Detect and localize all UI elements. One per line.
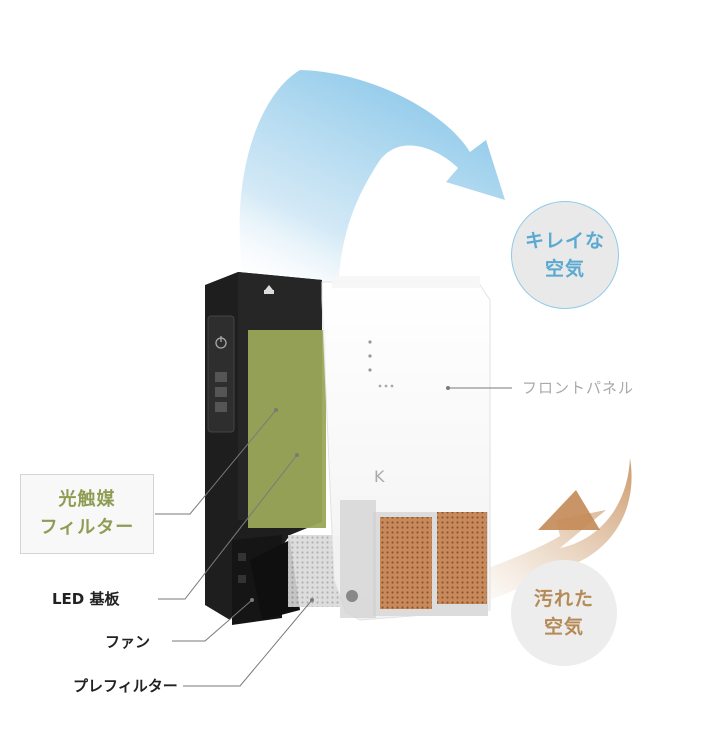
light-icon[interactable] <box>215 387 227 397</box>
fan-label: ファン <box>105 633 151 651</box>
photocatalyst-label-line2: フィルター <box>39 517 135 538</box>
dirty-air-line1: 汚れた <box>533 588 594 610</box>
photocatalyst-filter-label-box: 光触媒 フィルター <box>20 474 154 554</box>
front-panel: K <box>321 276 491 621</box>
front-panel-label: フロントパネル <box>522 379 635 397</box>
prefilter-mesh <box>288 535 340 607</box>
lower-internal-parts <box>232 535 340 625</box>
leader-lines <box>155 386 512 687</box>
front-vent-right <box>437 512 487 604</box>
clean-air-line2: 空気 <box>544 258 585 280</box>
front-indicator-dots <box>368 340 394 388</box>
led-board-label: LED 基板 <box>52 590 120 608</box>
dirty-air-arrowhead <box>538 490 600 530</box>
clean-air-line1: キレイな <box>524 230 605 252</box>
clean-air-flow <box>239 70 505 290</box>
device-logo-icon: K <box>374 467 385 486</box>
power-icon[interactable] <box>215 336 227 349</box>
clean-air-bubble: キレイな 空気 <box>511 201 619 309</box>
prefilter-label: プレフィルター <box>73 677 178 695</box>
fan-speed-icon[interactable] <box>215 372 227 382</box>
mode-icon[interactable] <box>215 402 227 412</box>
dirty-air-line2: 空気 <box>543 616 584 638</box>
photocatalyst-filter-panel <box>248 330 326 528</box>
front-vent-left <box>380 517 432 609</box>
dirty-air-bubble: 汚れた 空気 <box>511 560 617 666</box>
photocatalyst-label-line1: 光触媒 <box>58 489 116 510</box>
